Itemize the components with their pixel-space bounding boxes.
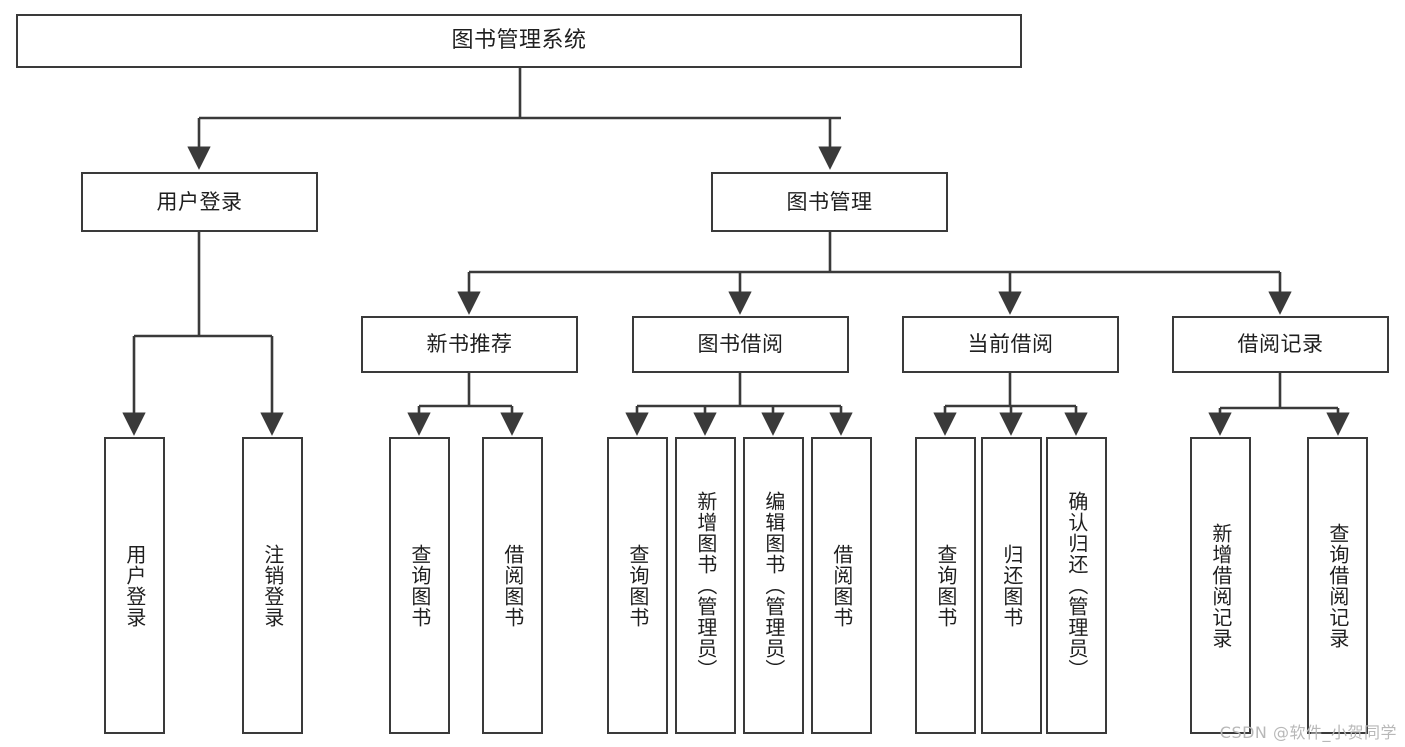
node-borrow-record[interactable]: 借阅记录 bbox=[1172, 316, 1389, 373]
node-label: 借阅记录 bbox=[1237, 332, 1324, 357]
node-label: 确认归还（管理员） bbox=[1064, 491, 1089, 680]
node-label: 图书管理 bbox=[786, 189, 873, 214]
node-label: 新增借阅记录 bbox=[1208, 522, 1233, 649]
node-leaf-edit-book[interactable]: 编辑图书（管理员） bbox=[743, 437, 804, 734]
node-label: 图书管理系统 bbox=[451, 28, 587, 54]
node-label: 用户登录 bbox=[122, 543, 147, 628]
node-leaf-return-book[interactable]: 归还图书 bbox=[981, 437, 1042, 734]
node-label: 当前借阅 bbox=[967, 332, 1054, 357]
node-leaf-user-login[interactable]: 用户登录 bbox=[104, 437, 165, 734]
node-label: 借阅图书 bbox=[500, 543, 525, 628]
node-root-system[interactable]: 图书管理系统 bbox=[16, 14, 1022, 68]
node-label: 新增图书（管理员） bbox=[693, 491, 718, 680]
node-label: 归还图书 bbox=[999, 543, 1024, 628]
node-label: 查询图书 bbox=[933, 543, 958, 628]
node-leaf-query-record[interactable]: 查询借阅记录 bbox=[1307, 437, 1368, 734]
node-leaf-confirm-return[interactable]: 确认归还（管理员） bbox=[1046, 437, 1107, 734]
node-leaf-query-book-2[interactable]: 查询图书 bbox=[607, 437, 668, 734]
node-leaf-borrow-book-1[interactable]: 借阅图书 bbox=[482, 437, 543, 734]
node-new-book-recommend[interactable]: 新书推荐 bbox=[361, 316, 578, 373]
node-current-borrow[interactable]: 当前借阅 bbox=[902, 316, 1119, 373]
node-label: 查询图书 bbox=[407, 543, 432, 628]
node-label: 用户登录 bbox=[156, 189, 243, 214]
node-label: 图书借阅 bbox=[697, 332, 784, 357]
node-label: 编辑图书（管理员） bbox=[761, 491, 786, 680]
node-leaf-add-book[interactable]: 新增图书（管理员） bbox=[675, 437, 736, 734]
node-user-login[interactable]: 用户登录 bbox=[81, 172, 318, 232]
node-label: 查询图书 bbox=[625, 543, 650, 628]
node-leaf-query-book-3[interactable]: 查询图书 bbox=[915, 437, 976, 734]
node-leaf-logout-login[interactable]: 注销登录 bbox=[242, 437, 303, 734]
watermark-text: CSDN @软件_小贺同学 bbox=[1219, 723, 1397, 742]
node-label: 查询借阅记录 bbox=[1325, 522, 1350, 649]
node-label: 借阅图书 bbox=[829, 543, 854, 628]
node-leaf-borrow-book-2[interactable]: 借阅图书 bbox=[811, 437, 872, 734]
node-book-manage[interactable]: 图书管理 bbox=[711, 172, 948, 232]
node-label: 新书推荐 bbox=[426, 332, 513, 357]
node-label: 注销登录 bbox=[260, 543, 285, 628]
node-leaf-query-book-1[interactable]: 查询图书 bbox=[389, 437, 450, 734]
node-book-borrow[interactable]: 图书借阅 bbox=[632, 316, 849, 373]
node-leaf-add-record[interactable]: 新增借阅记录 bbox=[1190, 437, 1251, 734]
